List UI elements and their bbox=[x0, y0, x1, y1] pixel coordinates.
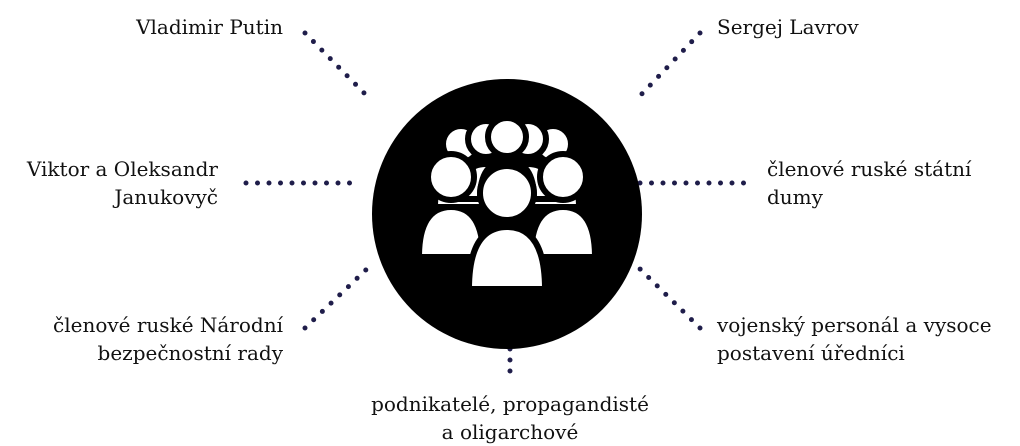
connector-putin bbox=[302, 30, 373, 102]
node-label-putin: Vladimir Putin bbox=[136, 15, 283, 39]
people-figures bbox=[415, 115, 599, 292]
connector-military bbox=[634, 263, 703, 331]
connector-lavrov bbox=[634, 30, 703, 102]
node-label-security-council: členové ruské Národní bezpečnostní rady bbox=[53, 313, 283, 365]
node-label-janukovyc: Viktor a Oleksandr Janukovyč bbox=[26, 157, 218, 209]
node-label-military: vojenský personál a vysoce postavení úře… bbox=[717, 313, 992, 365]
group-of-people-icon bbox=[372, 79, 642, 349]
node-label-duma: členové ruské státní dumy bbox=[767, 157, 972, 209]
center-hub bbox=[372, 79, 642, 349]
connector-security-council bbox=[302, 263, 373, 331]
node-label-business: podnikatelé, propagandisté a oligarchové bbox=[371, 392, 649, 444]
node-label-lavrov: Sergej Lavrov bbox=[717, 15, 859, 39]
